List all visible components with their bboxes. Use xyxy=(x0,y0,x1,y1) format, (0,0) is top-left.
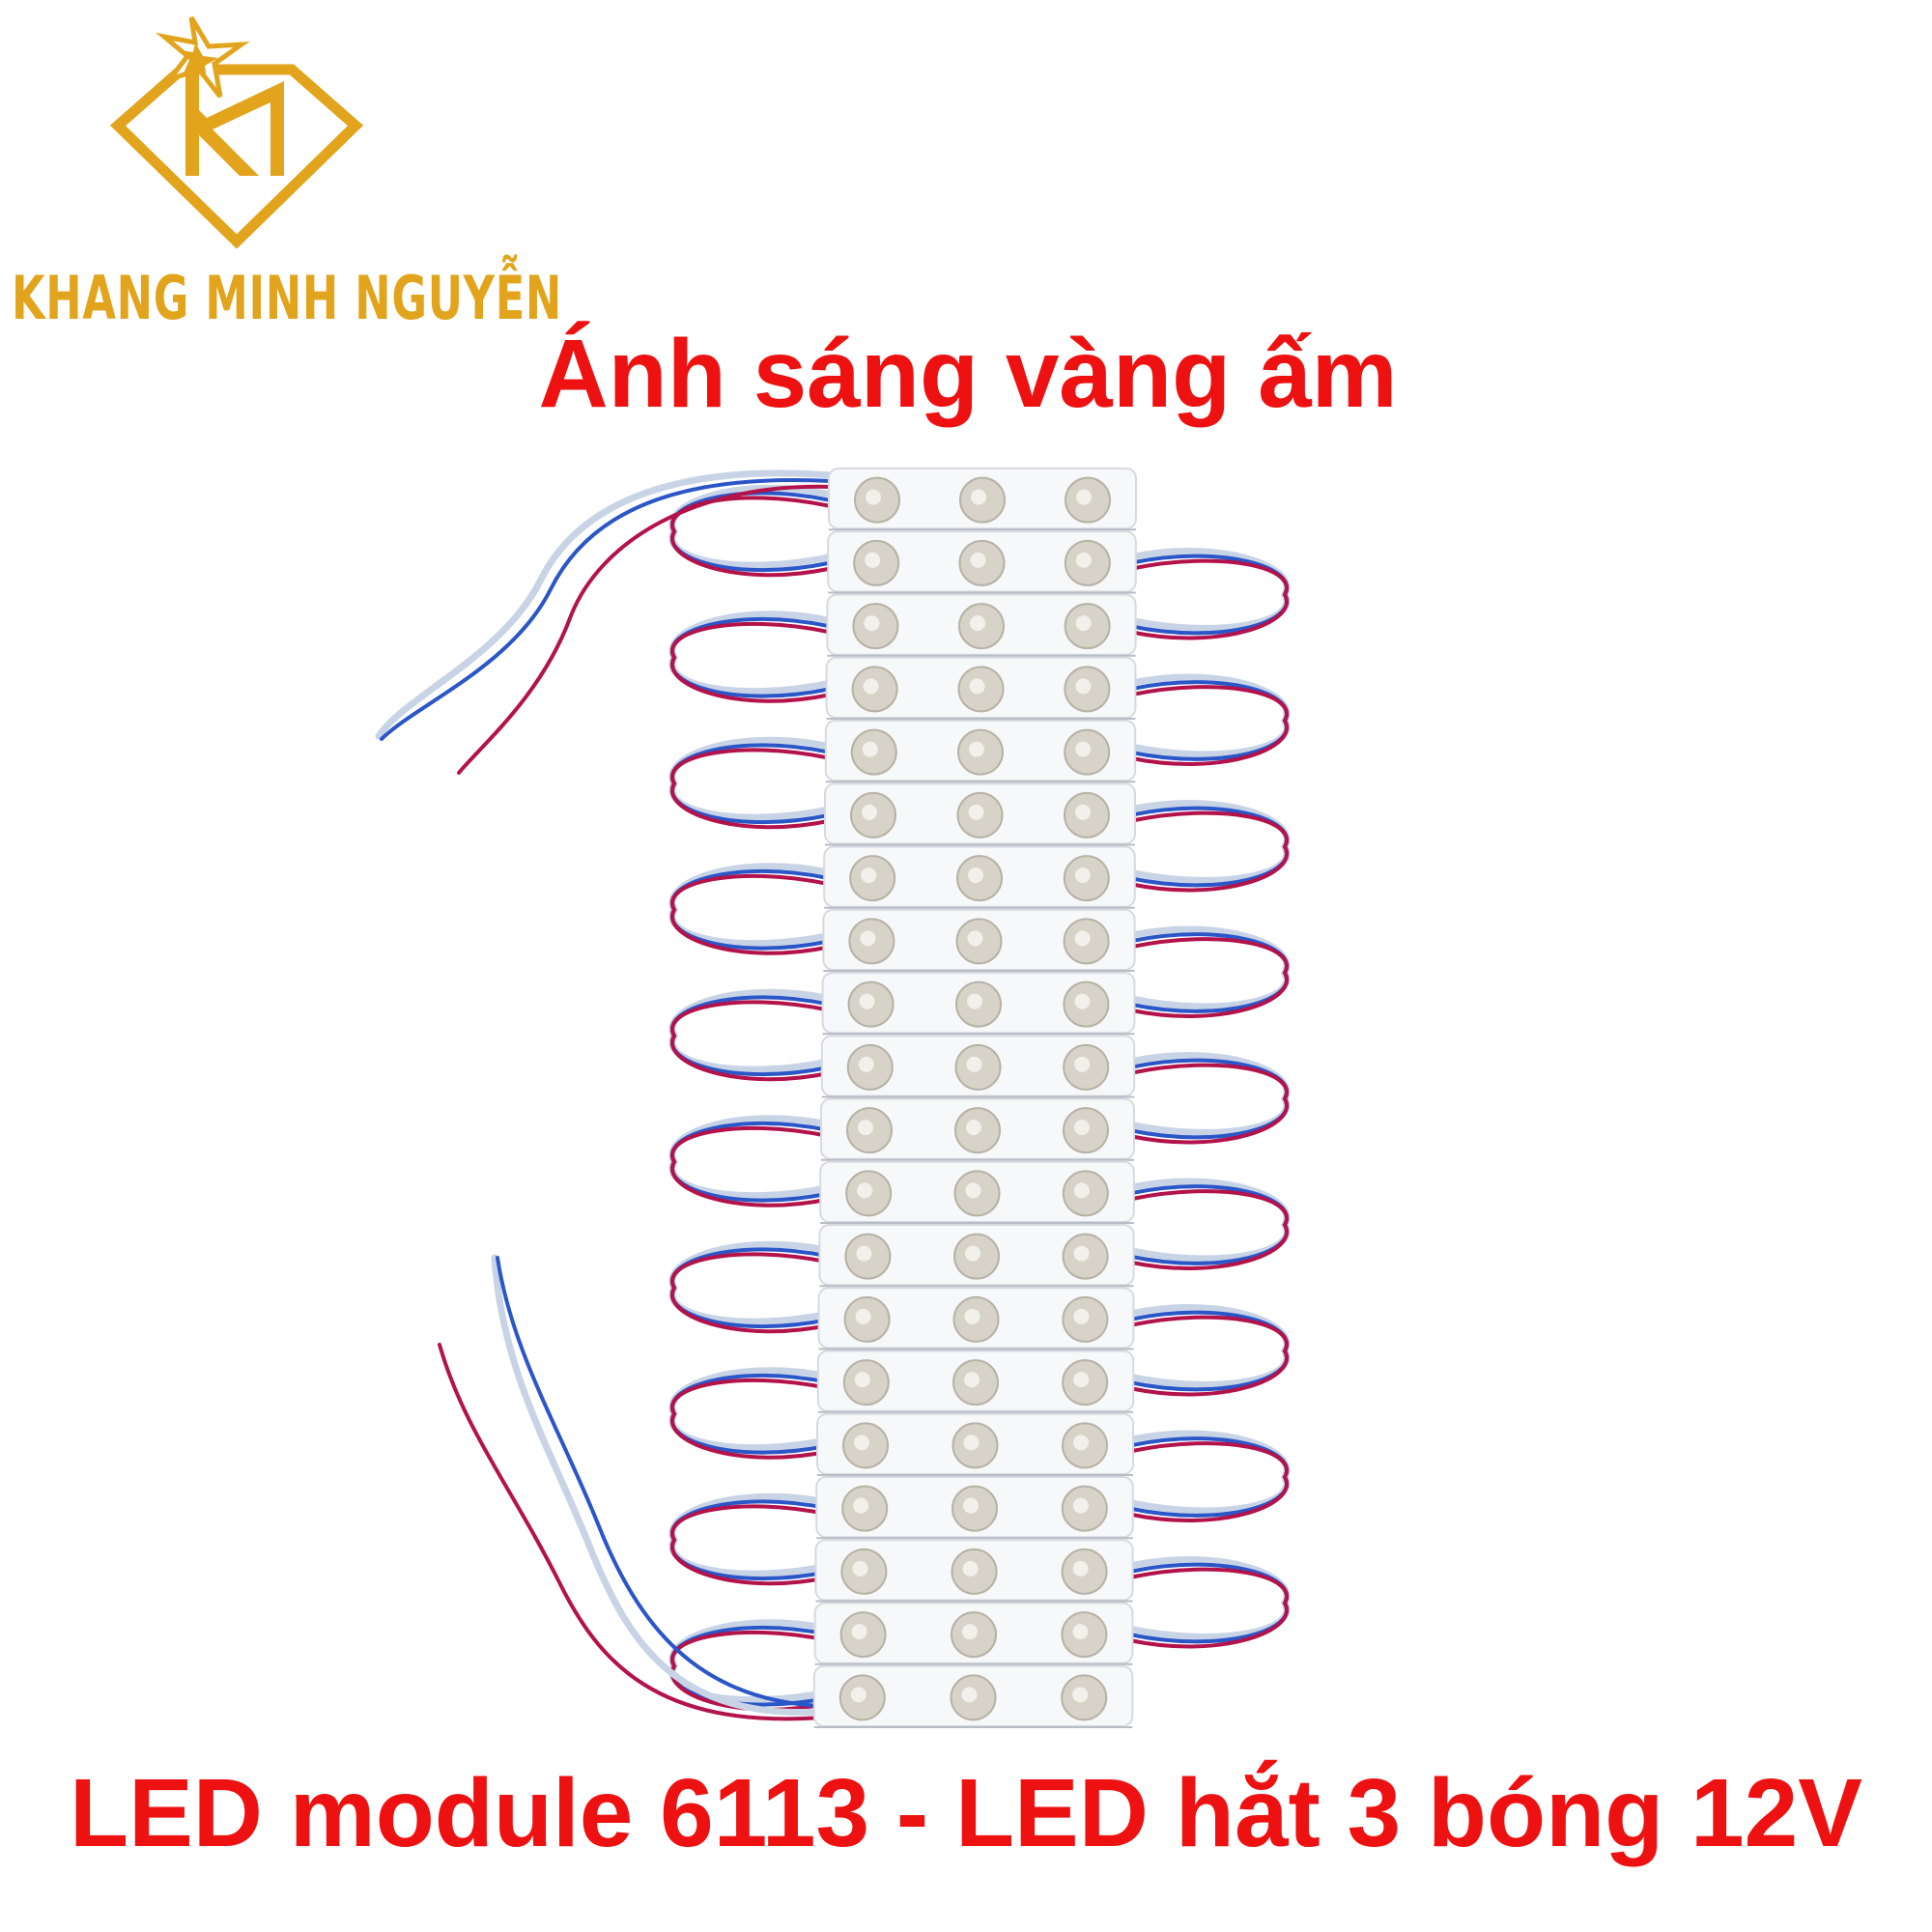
led-highlight xyxy=(858,1056,874,1072)
product-caption: LED module 6113 - LED hắt 3 bóng 12V xyxy=(70,1759,1862,1867)
led-highlight xyxy=(860,930,876,947)
wire-loop xyxy=(1128,1189,1289,1270)
led-highlight xyxy=(968,867,983,884)
wire-loop xyxy=(1128,937,1289,1018)
wire-loop xyxy=(670,621,831,703)
led-highlight xyxy=(865,552,881,568)
lead-wire xyxy=(457,484,833,775)
led-highlight xyxy=(852,1560,868,1577)
led-highlight xyxy=(962,1560,979,1577)
lead-wire xyxy=(380,478,833,741)
wire-loop xyxy=(670,1000,831,1082)
brand-name: KHANG MINH NGUYỄN xyxy=(12,263,563,333)
led-highlight xyxy=(853,1497,869,1514)
led-highlight xyxy=(963,1435,980,1451)
led-highlight xyxy=(1075,804,1091,820)
lead-wire xyxy=(491,1254,825,1717)
led-highlight xyxy=(857,1182,873,1199)
led-highlight xyxy=(1073,1245,1090,1262)
led-highlight xyxy=(1075,615,1092,632)
led-highlight xyxy=(863,678,879,695)
led-highlight xyxy=(969,678,985,695)
led-highlight xyxy=(969,741,984,757)
led-highlight xyxy=(1074,867,1091,884)
led-highlight xyxy=(1074,1056,1091,1072)
led-highlight xyxy=(1072,1687,1089,1703)
led-highlight xyxy=(1073,1435,1089,1451)
wire-loop xyxy=(1128,810,1289,893)
lead-wire xyxy=(375,469,835,740)
led-highlight xyxy=(854,1435,869,1451)
led-highlight xyxy=(861,867,877,884)
led-highlight xyxy=(862,741,878,757)
led-highlight xyxy=(970,615,985,632)
led-highlight xyxy=(1076,489,1092,505)
led-highlight xyxy=(970,552,986,568)
led-highlight xyxy=(851,1624,867,1640)
led-highlight xyxy=(968,804,984,820)
led-highlight xyxy=(966,1120,981,1136)
diamond-star-logo-icon xyxy=(109,15,364,249)
led-highlight xyxy=(971,489,986,505)
brand-logo: KHANG MINH NGUYỄN xyxy=(0,0,561,333)
wire-loop xyxy=(1128,1063,1289,1145)
led-highlight xyxy=(1072,1624,1089,1640)
led-highlight xyxy=(856,1245,872,1262)
led-highlight xyxy=(858,1120,873,1136)
wire-loop xyxy=(1128,1567,1289,1649)
wire-loop xyxy=(670,1504,831,1586)
led-highlight xyxy=(1074,993,1091,1009)
led-highlight xyxy=(1075,552,1092,568)
led-highlight xyxy=(1072,1560,1089,1577)
wire-loop xyxy=(670,748,831,830)
led-highlight xyxy=(1073,1182,1090,1199)
lead-wire xyxy=(496,1256,823,1708)
wire-loop xyxy=(670,1378,831,1460)
led-highlight xyxy=(1073,1372,1090,1388)
light-color-text: Ánh sáng vàng ấm xyxy=(538,320,1398,428)
led-highlight xyxy=(1074,1120,1090,1136)
led-highlight xyxy=(850,1687,867,1703)
led-highlight xyxy=(862,804,877,820)
wire-loop xyxy=(670,496,831,578)
lead-wire xyxy=(438,1343,823,1721)
led-highlight xyxy=(964,1372,980,1388)
wire-loop xyxy=(1128,1315,1289,1397)
wire-loop xyxy=(670,1125,831,1208)
led-highlight xyxy=(961,1687,978,1703)
wire-loop xyxy=(670,873,831,955)
led-highlight xyxy=(962,1624,978,1640)
led-highlight xyxy=(855,1308,871,1324)
led-highlight xyxy=(965,1245,980,1262)
led-highlight xyxy=(1075,741,1092,757)
wire-loop xyxy=(670,1252,831,1334)
led-highlight xyxy=(864,615,880,632)
led-highlight xyxy=(859,993,875,1009)
led-highlight xyxy=(1072,1497,1089,1514)
light-color-heading: Ánh sáng vàng ấm xyxy=(0,319,1932,430)
wire-loop xyxy=(1128,558,1289,640)
led-highlight xyxy=(966,1056,982,1072)
led-highlight xyxy=(967,993,982,1009)
led-highlight xyxy=(1075,678,1092,695)
led-highlight xyxy=(1074,930,1091,947)
wire-loop xyxy=(1128,1441,1289,1522)
led-highlight xyxy=(967,930,983,947)
wire-loop xyxy=(1128,685,1289,766)
led-highlight xyxy=(1073,1308,1090,1324)
led-highlight xyxy=(854,1372,870,1388)
led-highlight xyxy=(963,1497,979,1514)
led-highlight xyxy=(866,489,881,505)
led-highlight xyxy=(964,1308,980,1324)
led-highlight xyxy=(965,1182,981,1199)
